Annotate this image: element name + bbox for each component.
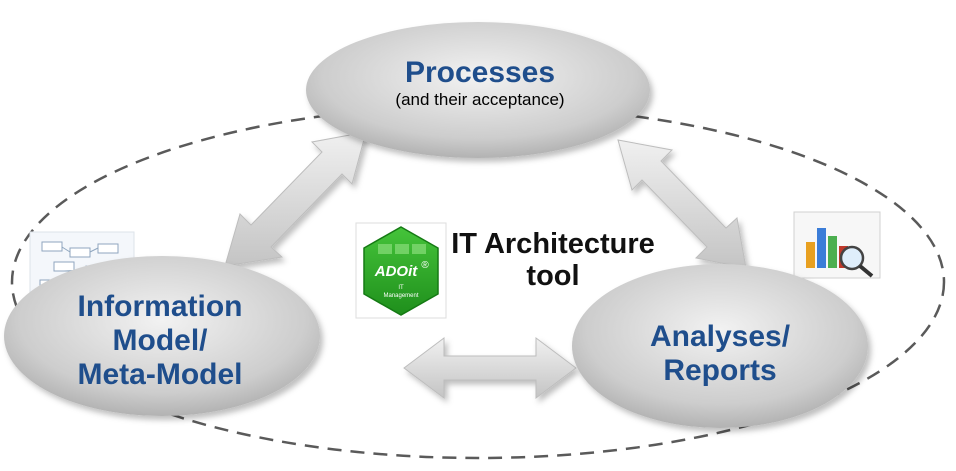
information-model-node: Information Model/ Meta-Model bbox=[20, 290, 300, 392]
center-label: IT Architecture tool bbox=[448, 228, 658, 292]
processes-title: Processes bbox=[404, 56, 556, 89]
information-model-ellipse bbox=[4, 256, 320, 416]
analyses-line1: Analyses/ bbox=[649, 320, 791, 353]
information-model-line3: Meta-Model bbox=[77, 358, 243, 391]
processes-subtitle: (and their acceptance) bbox=[395, 90, 565, 109]
adoit-logo-brand: ADOit bbox=[374, 263, 419, 280]
center-label-line2: tool bbox=[526, 260, 580, 292]
report-chart-icon bbox=[793, 211, 881, 279]
processes-node: Processes (and their acceptance) bbox=[330, 56, 630, 110]
arrow-info-analyses bbox=[403, 337, 577, 399]
information-model-line2: Model/ bbox=[112, 324, 208, 357]
analyses-line2: Reports bbox=[663, 354, 777, 387]
information-model-line1: Information bbox=[77, 290, 243, 323]
analyses-node: Analyses/ Reports bbox=[600, 320, 840, 388]
processes-ellipse bbox=[306, 22, 650, 158]
adoit-logo-mark: ® bbox=[421, 260, 429, 271]
adoit-logo-sub1: IT bbox=[398, 285, 404, 291]
arrow-processes-info bbox=[224, 131, 367, 267]
analyses-ellipse bbox=[572, 264, 868, 428]
center-label-line1: IT Architecture bbox=[451, 228, 655, 260]
adoit-logo: ADOit ® IT Management bbox=[355, 222, 447, 319]
adoit-logo-sub2: Management bbox=[383, 293, 418, 299]
